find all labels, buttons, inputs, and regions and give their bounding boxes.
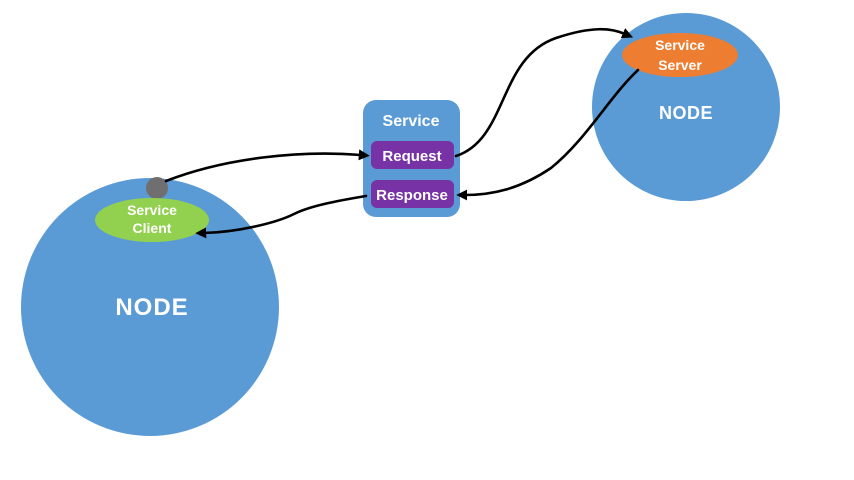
arrow-response-to-client [195, 194, 368, 239]
server-node-label: NODE [659, 103, 713, 123]
arrow-client-to-request [164, 149, 370, 183]
service-server-label-line2: Server [658, 57, 702, 73]
service-box-title: Service [383, 113, 440, 130]
request-label: Request [382, 148, 441, 165]
service-client-ellipse [95, 198, 209, 242]
response-label: Response [376, 187, 448, 204]
connection-dot [146, 177, 168, 199]
service-server-ellipse [622, 33, 738, 77]
service-server-label-line1: Service [655, 37, 705, 53]
arrow-request-to-server [454, 27, 634, 158]
response-box [371, 180, 454, 208]
client-node-label: NODE [115, 294, 188, 321]
client-node-circle [21, 178, 279, 436]
service-client-label-line2: Client [133, 220, 172, 236]
request-box [371, 141, 454, 169]
arrow-server-to-response [456, 68, 640, 201]
service-client-label-line1: Service [127, 202, 177, 218]
